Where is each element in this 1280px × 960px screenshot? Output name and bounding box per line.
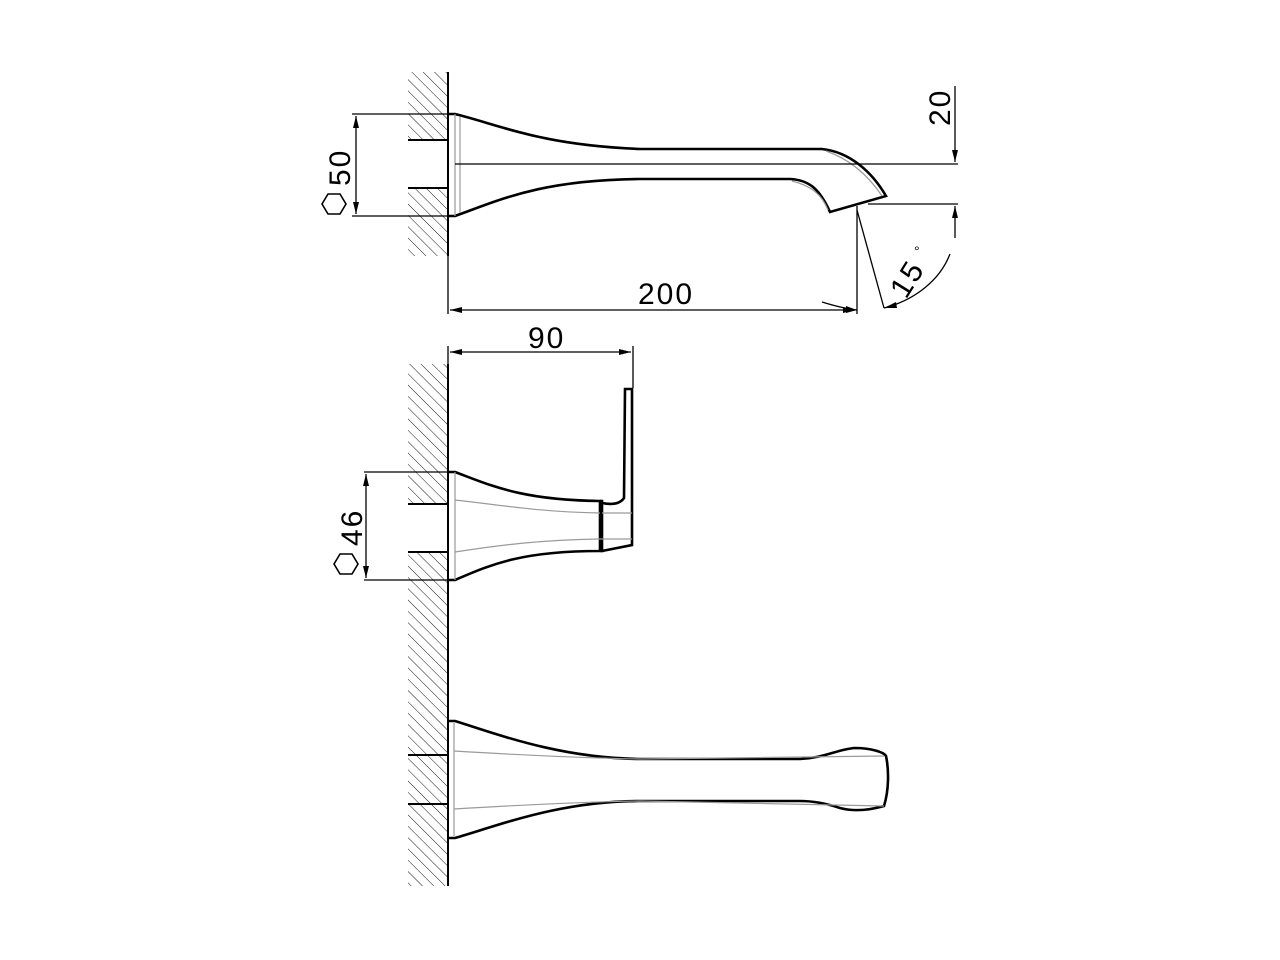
degree-symbol: °: [914, 243, 920, 259]
dimension-outlet-20: 20: [868, 86, 958, 238]
dimension-label-90: 90: [528, 322, 565, 355]
dimension-label-20: 20: [924, 89, 957, 126]
mixer-handle: [448, 387, 634, 582]
dimension-projection-200: 200: [447, 206, 858, 314]
dimension-label-200: 200: [638, 278, 694, 311]
dimension-rosette-50: 50: [321, 113, 448, 217]
wall-section: [408, 72, 449, 256]
wall-section: [408, 364, 449, 886]
dimension-label-46: 46: [336, 509, 369, 546]
spout-body: [448, 112, 958, 218]
handle-side-view: 90 46: [333, 322, 634, 886]
hexagon-icon: [333, 553, 359, 575]
dimension-projection-90: 90: [447, 322, 634, 388]
hexagon-icon: [321, 193, 347, 215]
spout-top-view: [408, 719, 890, 840]
dimension-rosette-46: 46: [333, 471, 448, 581]
dimension-label-15: 15: [884, 255, 932, 304]
dimension-angle-15: 15 °: [821, 209, 951, 313]
spout-side-view: 50 20 200 15 °: [321, 72, 958, 314]
dimension-label-50: 50: [324, 149, 357, 186]
